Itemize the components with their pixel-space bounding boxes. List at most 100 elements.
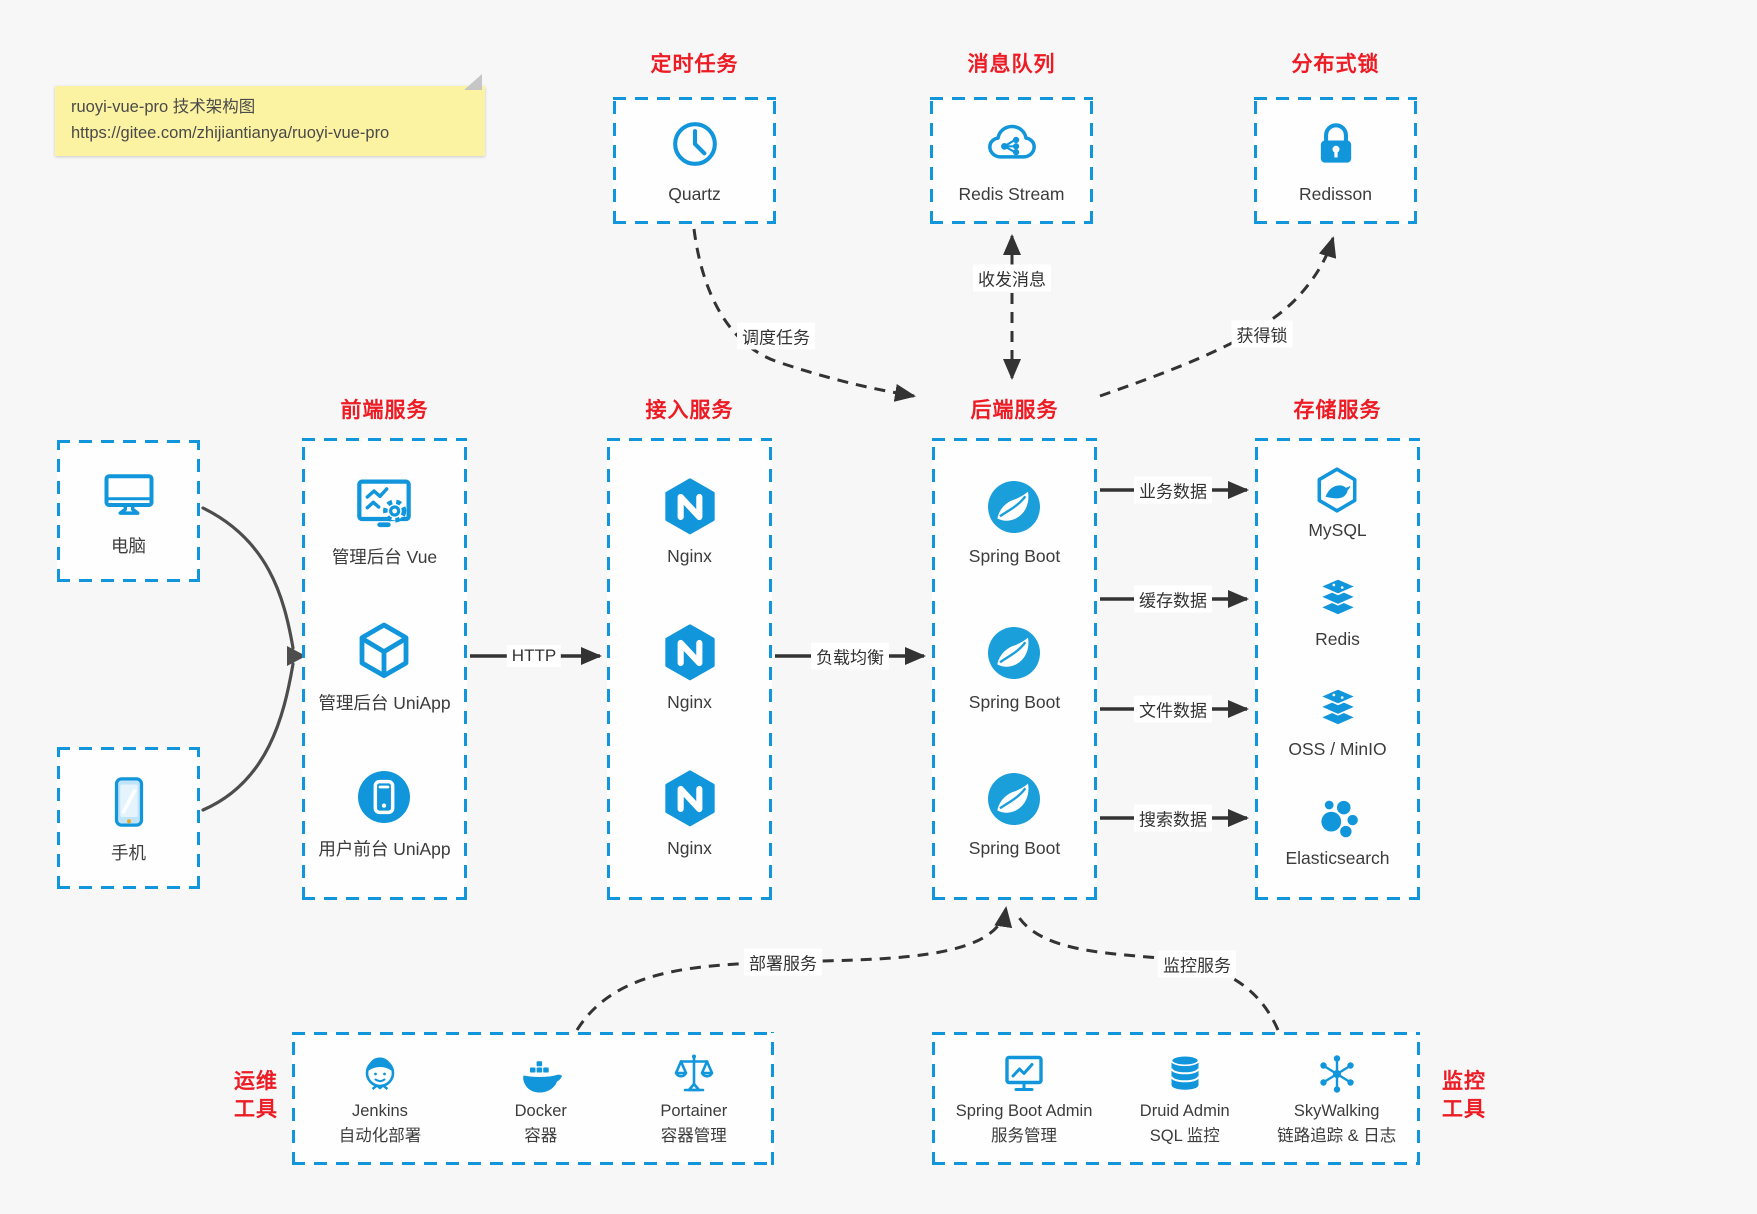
group-title-frontend: 前端服务	[340, 399, 429, 422]
edge-label-schedule: 调度任务	[737, 322, 815, 350]
elasticsearch-icon	[1312, 793, 1362, 843]
docker-icon	[517, 1050, 565, 1098]
ops-title-line2: 工具	[234, 1098, 278, 1122]
uniapp-cube-icon	[352, 619, 416, 683]
node-mysql: MySQL	[1308, 465, 1367, 541]
skywalking-icon	[1313, 1050, 1361, 1098]
clock-icon	[667, 116, 723, 172]
node-label-portainer: Portainer	[660, 1102, 728, 1121]
node-label-nginx-3: Nginx	[667, 838, 712, 858]
node-label-spring-boot-2: Spring Boot	[968, 692, 1061, 712]
group-title-backend: 后端服务	[970, 399, 1059, 422]
node-label-quartz: Quartz	[668, 184, 721, 204]
portainer-icon	[670, 1050, 718, 1098]
node-sublabel-portainer: 容器管理	[660, 1126, 727, 1145]
monitor-title-line1: 监控	[1442, 1070, 1486, 1093]
edge-phone-to-frontend	[201, 662, 295, 812]
node-docker: Docker 容器	[515, 1050, 567, 1147]
edge-clients-arrowhead	[287, 646, 306, 666]
edge-schedule	[692, 228, 916, 402]
note-url: https://gitee.com/zhijiantianya/ruoyi-vu…	[71, 123, 390, 142]
node-nginx-3: Nginx	[658, 767, 722, 859]
node-label-docker: Docker	[514, 1102, 567, 1121]
edge-label-monitoring: 监控服务	[1158, 950, 1236, 978]
node-redis: Redis	[1313, 574, 1363, 650]
node-sublabel-docker: 容器	[524, 1126, 558, 1145]
node-skywalking: SkyWalking 链路追踪 & 日志	[1277, 1050, 1396, 1147]
node-sublabel-jenkins: 自动化部署	[338, 1126, 422, 1145]
edge-label-file-data: 文件数据	[1134, 695, 1212, 723]
group-scheduled-task: Quartz	[613, 97, 776, 224]
group-monitor-tools: Spring Boot Admin 服务管理 Druid Admin SQL 监…	[932, 1032, 1420, 1165]
group-title-gateway: 接入服务	[645, 399, 734, 422]
nginx-icon	[658, 767, 722, 831]
node-label-druid-admin: Druid Admin	[1139, 1102, 1230, 1121]
edge-pc-to-frontend	[201, 506, 295, 650]
edge-label-search-data: 搜索数据	[1134, 804, 1212, 832]
edge-label-lock: 获得锁	[1231, 320, 1293, 348]
node-label-oss-minio: OSS / MinIO	[1288, 738, 1387, 759]
sticky-note: ruoyi-vue-pro 技术架构图 https://gitee.com/zh…	[55, 74, 485, 157]
client-label-pc: 电脑	[111, 535, 146, 556]
redis-stack-icon	[1313, 574, 1363, 624]
group-gateway: Nginx Nginx Nginx	[607, 438, 772, 900]
group-title-monitor-tools: 监控 工具	[1436, 1068, 1492, 1125]
edge-monitoring	[1016, 915, 1280, 1031]
node-elasticsearch: Elasticsearch	[1285, 793, 1390, 869]
spring-boot-icon	[982, 767, 1046, 831]
node-nginx-2: Nginx	[658, 621, 722, 713]
node-label-nginx-2: Nginx	[667, 692, 712, 712]
user-app-icon	[352, 765, 416, 829]
group-title-scheduled-task: 定时任务	[650, 53, 739, 76]
node-label-nginx-1: Nginx	[667, 546, 712, 566]
node-portainer: Portainer 容器管理	[660, 1050, 727, 1147]
edge-label-business-data: 业务数据	[1134, 476, 1212, 504]
spring-boot-icon	[982, 621, 1046, 685]
ops-title-line1: 运维	[234, 1070, 278, 1093]
group-storage: MySQL Redis OSS / MinIO Elasticsearch	[1255, 438, 1420, 900]
node-admin-vue: 管理后台 Vue	[332, 473, 437, 569]
edge-lock	[1099, 236, 1337, 398]
monitor-title-line2: 工具	[1442, 1098, 1486, 1122]
node-spring-boot-admin: Spring Boot Admin 服务管理	[956, 1050, 1092, 1147]
node-sublabel-skywalking: 链路追踪 & 日志	[1277, 1126, 1397, 1145]
client-pc: 电脑	[57, 440, 200, 582]
node-spring-boot-3: Spring Boot	[969, 767, 1060, 859]
group-title-storage: 存储服务	[1293, 399, 1382, 422]
group-backend: Spring Boot Spring Boot Spring Boot	[932, 438, 1097, 900]
edge-deploy	[575, 906, 1013, 1031]
edge-label-cache-data: 缓存数据	[1134, 585, 1212, 613]
group-title-message-queue: 消息队列	[967, 53, 1056, 76]
node-user-uniapp: 用户前台 UniApp	[318, 765, 451, 861]
note-title: ruoyi-vue-pro 技术架构图	[71, 98, 256, 116]
edge-label-http: HTTP	[506, 645, 562, 667]
node-sublabel-spring-boot-admin: 服务管理	[991, 1126, 1058, 1145]
admin-vue-icon	[352, 473, 416, 537]
edge-label-messaging: 收发消息	[973, 264, 1051, 292]
oss-stack-icon	[1313, 684, 1363, 734]
node-label-skywalking: SkyWalking	[1293, 1102, 1380, 1121]
node-jenkins: Jenkins 自动化部署	[338, 1050, 422, 1147]
node-oss-minio: OSS / MinIO	[1288, 684, 1387, 760]
group-title-distributed-lock: 分布式锁	[1291, 53, 1380, 76]
nginx-icon	[658, 621, 722, 685]
edge-label-load-balance: 负载均衡	[811, 642, 889, 670]
note-fold-corner	[464, 74, 482, 90]
group-distributed-lock: Redisson	[1254, 97, 1417, 224]
node-label-admin-uniapp: 管理后台 UniApp	[318, 693, 451, 713]
client-phone: 手机	[57, 747, 200, 889]
spring-boot-admin-icon	[1000, 1050, 1048, 1098]
group-title-ops-tools: 运维 工具	[228, 1068, 284, 1125]
smartphone-icon	[99, 772, 159, 832]
nginx-icon	[658, 475, 722, 539]
node-label-redis: Redis	[1315, 629, 1360, 650]
druid-icon	[1161, 1050, 1209, 1098]
node-label-admin-vue: 管理后台 Vue	[331, 547, 438, 567]
node-label-user-uniapp: 用户前台 UniApp	[318, 839, 451, 859]
mysql-icon	[1312, 465, 1362, 515]
node-label-spring-boot-1: Spring Boot	[968, 546, 1061, 566]
jenkins-icon	[356, 1050, 404, 1098]
spring-boot-icon	[982, 475, 1046, 539]
node-label-spring-boot-3: Spring Boot	[968, 838, 1061, 858]
